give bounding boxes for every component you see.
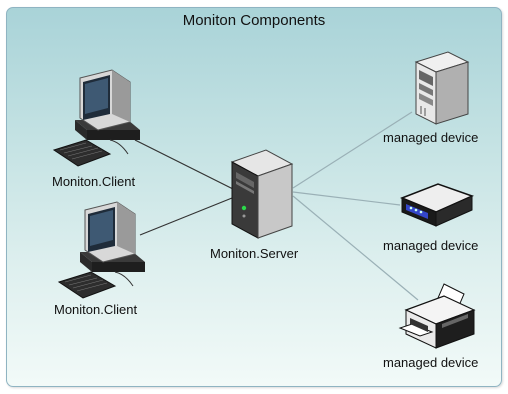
server-label: Moniton.Server: [210, 246, 299, 261]
network-switch-icon: [399, 183, 475, 227]
link-server-device2: [292, 191, 401, 206]
link-server-device1: [292, 111, 413, 189]
link-client2-server: [139, 197, 233, 236]
printer-icon: [398, 283, 476, 349]
server-rack-icon: [414, 51, 470, 125]
device2-label: managed device: [383, 238, 479, 253]
client1-label: Moniton.Client: [52, 174, 136, 189]
diagram-title: Moniton Components: [182, 12, 326, 29]
desktop-computer-icon: [57, 201, 145, 299]
client2-label: Moniton.Client: [54, 302, 138, 317]
device3-label: managed device: [383, 355, 479, 370]
device1-label: managed device: [383, 130, 479, 145]
tower-server-icon: [230, 149, 294, 239]
link-server-device3: [292, 195, 419, 301]
desktop-computer-icon: [52, 69, 140, 167]
link-client1-server: [134, 139, 236, 191]
